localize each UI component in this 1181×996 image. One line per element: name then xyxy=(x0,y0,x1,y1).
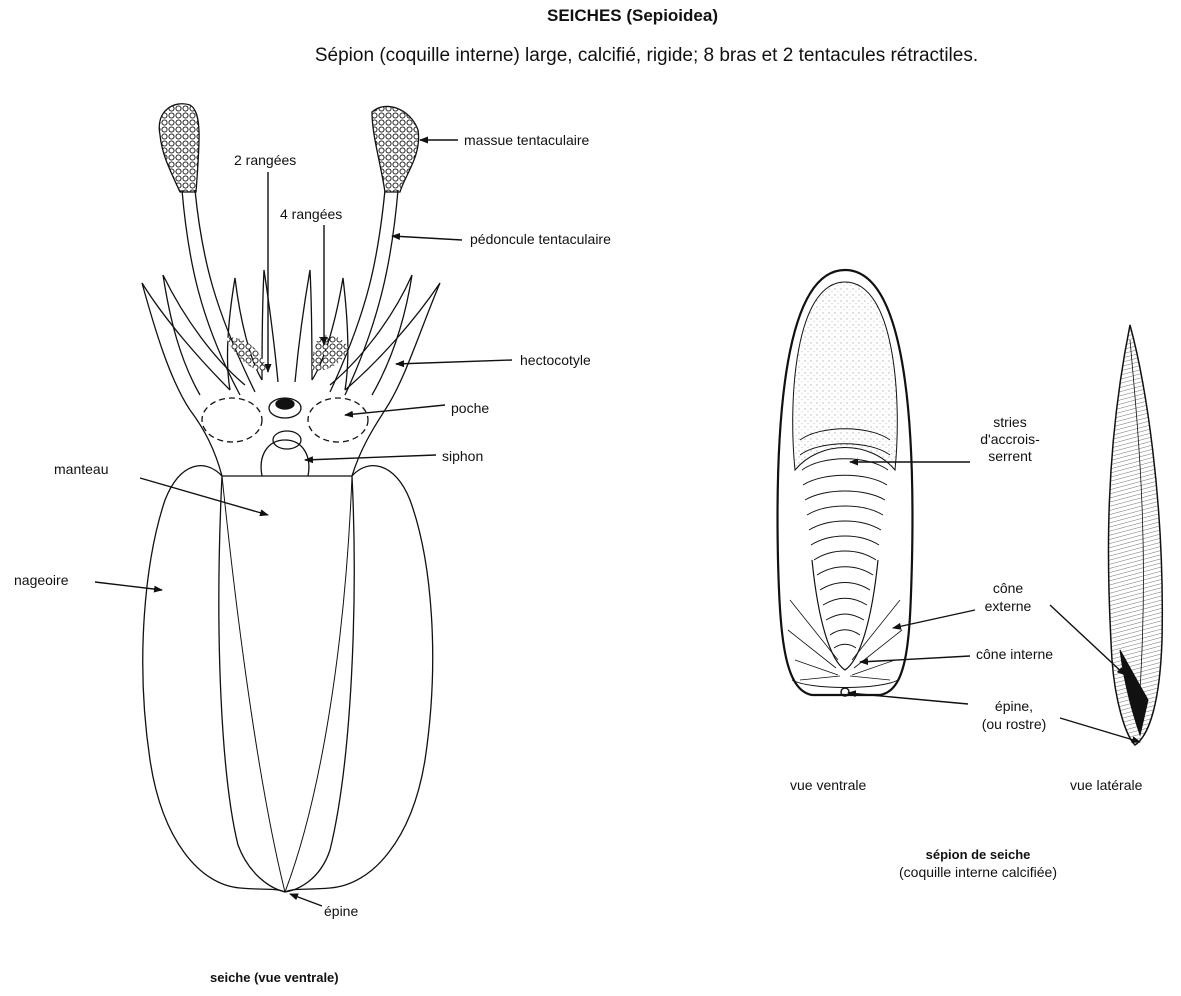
left-pocket xyxy=(202,398,262,442)
sepion-inner-shield xyxy=(793,282,898,470)
left-tentacle-stalk xyxy=(182,190,255,395)
label-cone-externe-line2: externe xyxy=(975,598,1041,615)
head-outline xyxy=(190,410,385,476)
label-nageoire: nageoire xyxy=(14,572,69,589)
label-epine-rostre-line1: épine, xyxy=(966,698,1062,715)
label-cone-externe-line1: cône xyxy=(975,580,1041,597)
label-2-rangees: 2 rangées xyxy=(234,152,296,169)
label-poche: poche xyxy=(451,400,489,417)
label-vue-laterale: vue latérale xyxy=(1070,777,1142,794)
right-fin xyxy=(285,466,433,892)
label-manteau: manteau xyxy=(54,461,108,478)
sepion-lateral-drawing xyxy=(1108,325,1162,745)
label-siphon: siphon xyxy=(442,448,483,465)
label-massue-tentaculaire: massue tentaculaire xyxy=(464,132,589,149)
label-4-rangees: 4 rangées xyxy=(280,206,342,223)
label-stries-line3: serrent xyxy=(965,448,1055,465)
label-cone-interne: cône interne xyxy=(976,646,1053,663)
left-tentacle-club xyxy=(159,104,199,192)
cuttlefish-arrows xyxy=(95,140,512,906)
sepion-ventral-drawing xyxy=(778,270,913,696)
body-midline-left xyxy=(222,476,285,892)
label-stries-line1: stries xyxy=(965,414,1055,431)
label-stries-line2: d'accrois- xyxy=(965,431,1055,448)
label-vue-ventrale: vue ventrale xyxy=(790,777,866,794)
label-epine-rostre-line2: (ou rostre) xyxy=(966,716,1062,733)
caption-seiche: seiche (vue ventrale) xyxy=(210,969,339,986)
body-midline-right xyxy=(285,476,352,892)
left-fin xyxy=(143,466,285,892)
caption-sepion-line1: sépion de seiche xyxy=(866,846,1090,863)
siphon-outline xyxy=(261,440,309,476)
caption-sepion-line2: (coquille interne calcifiée) xyxy=(866,864,1090,881)
inner-cone xyxy=(812,560,878,670)
label-hectocotyle: hectocotyle xyxy=(520,352,591,369)
right-tentacle-club xyxy=(372,106,419,192)
label-pedoncule-tentaculaire: pédoncule tentaculaire xyxy=(470,231,611,248)
right-pocket xyxy=(308,398,368,442)
label-epine: épine xyxy=(324,903,358,920)
